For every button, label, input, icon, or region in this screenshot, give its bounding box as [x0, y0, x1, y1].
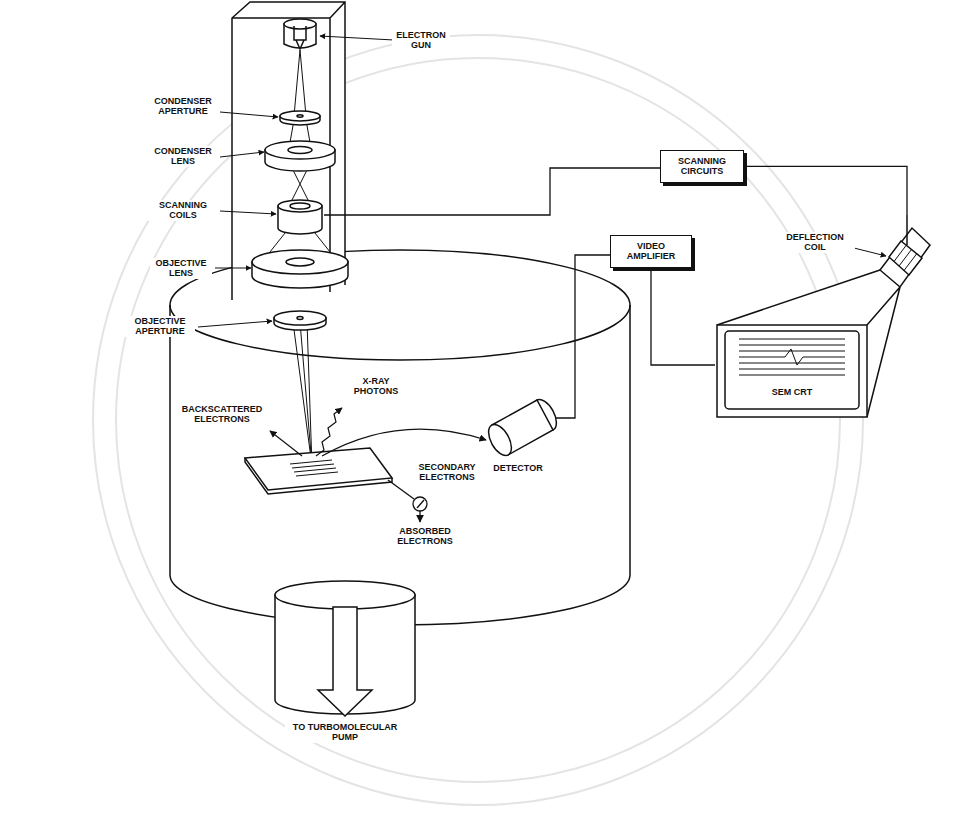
pump-pipe: [275, 581, 415, 716]
scanning-coils: [278, 200, 322, 234]
node-text: SEM CRT: [725, 387, 859, 397]
objective-lens: [286, 258, 314, 266]
electron-gun: [294, 26, 306, 40]
vacuum-chamber: [170, 305, 630, 575]
signal-wire: [744, 166, 907, 215]
part-label: ABSORBED ELECTRONS: [385, 526, 465, 547]
crt-shape: [725, 331, 859, 409]
condenser-lens: [265, 141, 335, 171]
leader-line: [220, 152, 264, 157]
crt-shape: [906, 215, 908, 245]
part-label: X-RAY PHOTONS: [348, 376, 404, 397]
crt-shape: [717, 325, 867, 417]
part-label: CONDENSER APERTURE: [148, 96, 218, 117]
part-label: DETECTOR: [490, 463, 546, 473]
vacuum-chamber: [170, 250, 630, 625]
current-meter: [417, 500, 424, 508]
electron-beam: [294, 50, 306, 116]
part-label: CONDENSER LENS: [148, 146, 218, 167]
watermark-seal: [116, 58, 840, 782]
part-label: DEFLECTION COIL: [775, 232, 855, 253]
watermark-seal: [93, 35, 863, 805]
circuit-box: SCANNING CIRCUITS: [660, 150, 744, 183]
leader-line: [850, 247, 886, 256]
specimen: [245, 448, 392, 494]
emission-arrow: [316, 408, 342, 456]
crt-outline: [715, 215, 935, 425]
leader-line: [198, 321, 272, 327]
leader-line: [215, 268, 251, 269]
current-meter: [419, 511, 420, 522]
emission-arrow: [322, 429, 486, 456]
condenser-aperture: [280, 111, 320, 125]
crt-shape: [880, 228, 930, 287]
leader-line: [198, 36, 886, 327]
condenser-lens: [288, 147, 312, 154]
part-label: TO TURBOMOLECULAR PUMP: [285, 722, 405, 743]
detector: [484, 421, 516, 459]
objective-lens: [252, 250, 348, 288]
objective-aperture: [274, 311, 326, 325]
crt-shape: [889, 241, 922, 275]
current-meter: [388, 480, 414, 499]
emission-arrow: [270, 431, 302, 456]
emission-arrow: [270, 408, 486, 456]
scanning-coils: [278, 200, 322, 212]
electron-gun: [284, 19, 316, 29]
part-label: OBJECTIVE APERTURE: [125, 316, 195, 337]
objective-aperture: [274, 311, 326, 330]
current-meter: [388, 480, 427, 522]
leader-line: [320, 36, 394, 40]
leader-line: [220, 211, 276, 214]
electron-gun: [296, 40, 304, 49]
pump-pipe: [275, 581, 415, 609]
crt-shape: [739, 339, 845, 375]
signal-wire: [324, 168, 660, 215]
condenser-lens: [265, 141, 335, 159]
objective-aperture: [297, 317, 303, 320]
part-label: SCANNING COILS: [148, 200, 218, 221]
crt-shape: [717, 270, 900, 417]
watermark-seal: [93, 35, 863, 805]
crt-shape: [894, 245, 917, 270]
signal-wire: [324, 168, 660, 418]
node-text: SCANNING CIRCUITS: [665, 156, 739, 177]
part-label: BACKSCATTERED ELECTRONS: [180, 404, 264, 425]
crt-display: SEM CRT: [715, 215, 935, 425]
amplifier-box: VIDEO AMPLIFIER: [610, 235, 692, 268]
pump-pipe: [318, 607, 372, 716]
specimen: [290, 460, 338, 476]
crt-shape: [717, 270, 900, 417]
signal-wire: [554, 255, 610, 418]
condenser-aperture: [297, 115, 303, 117]
detector: [484, 396, 561, 459]
part-label: ELECTRON GUN: [392, 30, 450, 51]
objective-lens: [252, 250, 348, 274]
electron-beam: [293, 322, 312, 466]
scanning-coils: [290, 203, 310, 209]
current-meter: [413, 497, 427, 511]
crt-outline: [717, 215, 930, 417]
node-text: VIDEO AMPLIFIER: [615, 241, 687, 262]
part-label: OBJECTIVE LENS: [150, 258, 212, 279]
specimen: [245, 458, 392, 494]
electron-gun: [284, 19, 316, 49]
part-label: SECONDARY ELECTRONS: [412, 462, 482, 483]
leader-line: [220, 112, 278, 117]
condenser-aperture: [280, 111, 320, 121]
signal-wire: [651, 268, 715, 365]
